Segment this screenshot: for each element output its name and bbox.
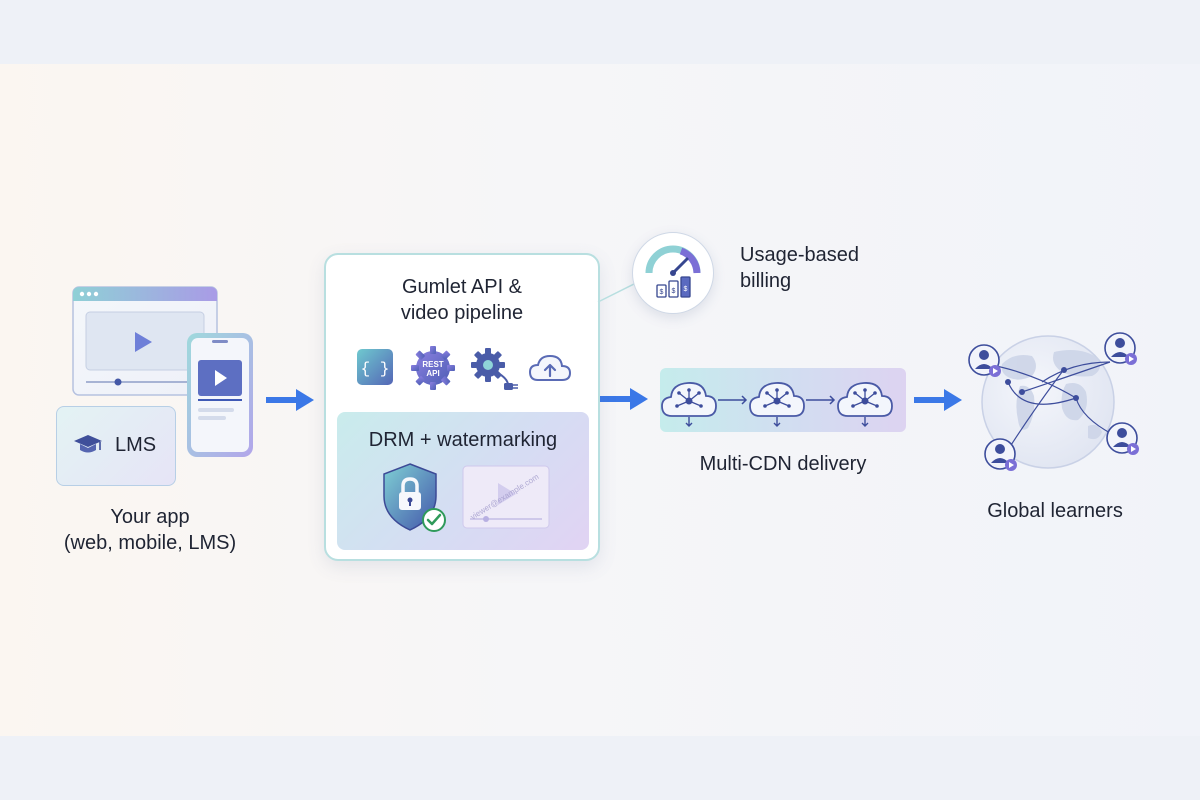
billing-connector-line: [597, 281, 639, 303]
cdn-cloud-node-2: [749, 382, 805, 427]
arrow-cdn-to-learners: [914, 389, 962, 411]
gear-plug-icon: [471, 348, 518, 390]
cdn-cloud-node-3: [837, 382, 893, 427]
billing-label: Usage-based billing: [740, 242, 859, 294]
globe-learners-icon: [968, 332, 1139, 471]
bottom-band: [0, 736, 1200, 800]
cdn-label: Multi-CDN delivery: [699, 453, 867, 475]
drm-title: DRM + watermarking: [368, 429, 558, 451]
shield-lock-icon: [383, 463, 446, 532]
svg-text:$: $: [672, 288, 676, 295]
learner-avatar-icon: [968, 344, 1001, 377]
svg-text:$: $: [684, 286, 688, 293]
rest-api-gear-icon: REST API: [411, 346, 455, 390]
learner-avatar-icon: [984, 438, 1017, 471]
gumlet-card-title: Gumlet API & video pipeline: [324, 274, 600, 326]
arrow-app-to-gumlet: [266, 389, 314, 411]
cloud-upload-icon: [528, 354, 572, 381]
watermarked-video-thumbnail: viewer@example.com: [462, 465, 550, 529]
arrow-gumlet-to-cdn: [600, 388, 648, 410]
lms-label: LMS: [115, 434, 157, 456]
mobile-phone-icon: [187, 333, 253, 457]
svg-text:$: $: [660, 289, 664, 296]
your-app-caption: Your app (web, mobile, LMS): [50, 504, 250, 556]
gumlet-title-line1: Gumlet API &: [401, 276, 523, 298]
lms-card: LMS: [56, 406, 176, 486]
cdn-clouds: [661, 382, 893, 427]
code-braces-icon: { }: [357, 349, 393, 385]
your-app-caption-line2: (web, mobile, LMS): [63, 532, 237, 554]
your-app-caption-line1: Your app: [110, 506, 190, 528]
gumlet-title-line2: video pipeline: [400, 302, 524, 324]
global-learners-label: Global learners: [987, 500, 1123, 522]
rest-api-text-1: REST: [422, 360, 443, 369]
learner-avatar-icon: [1104, 332, 1137, 365]
graduation-cap-icon: [74, 435, 102, 453]
billing-label-line1: Usage-based: [740, 244, 859, 266]
code-braces-text: { }: [361, 360, 390, 378]
billing-badge: $ $ $: [632, 232, 714, 314]
cdn-cloud-node-1: [661, 382, 717, 427]
learner-avatar-icon: [1106, 422, 1139, 455]
billing-label-line2: billing: [740, 270, 792, 292]
top-band: [0, 0, 1200, 64]
rest-api-text-2: API: [426, 369, 439, 378]
speedometer-billing-icon: $ $ $: [645, 245, 701, 298]
